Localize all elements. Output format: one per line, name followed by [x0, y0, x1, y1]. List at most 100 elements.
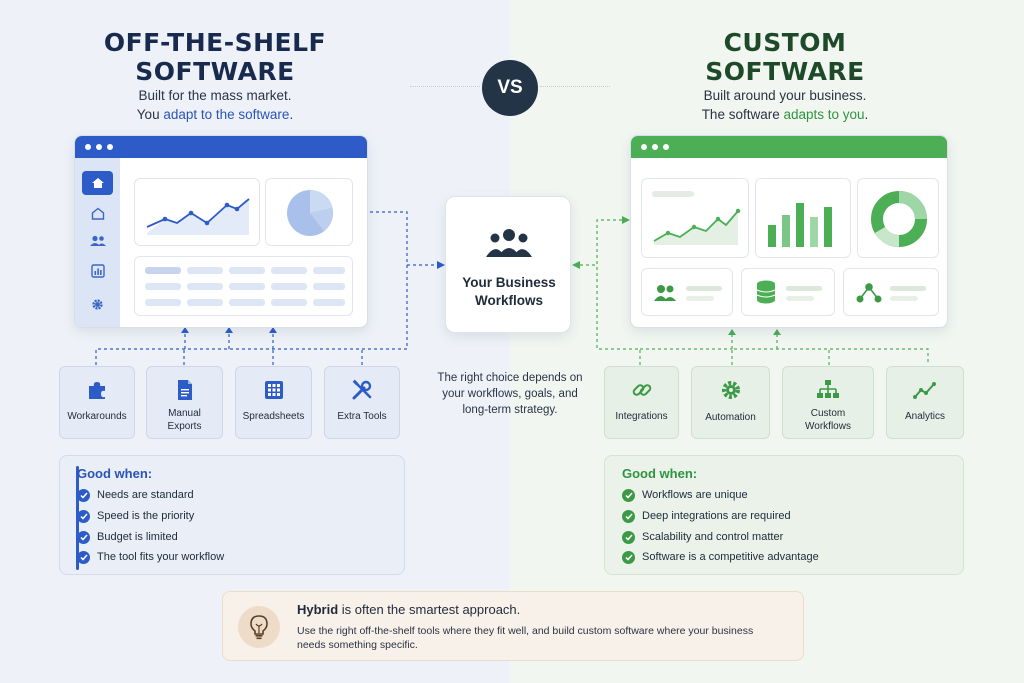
tool-manual-exports: Manual Exports: [146, 366, 223, 439]
pie-chart-icon: [287, 190, 333, 236]
tool-spreadsheets: Spreadsheets: [235, 366, 312, 439]
left-good-when-panel: Good when: Needs are standard Speed is t…: [59, 455, 405, 575]
hybrid-callout: Hybrid is often the smartest approach. U…: [222, 591, 804, 661]
business-workflows-hub: Your Business Workflows: [445, 196, 571, 333]
trend-icon: [887, 377, 963, 403]
left-subtitle-line2: You adapt to the software.: [60, 105, 370, 124]
report-chart-icon: [82, 259, 113, 283]
check-icon: [622, 509, 635, 523]
off-the-shelf-app-window: [74, 135, 368, 328]
good-when-title: Good when:: [77, 466, 153, 481]
data-table-card: [134, 256, 353, 316]
gear-icon: [692, 377, 769, 403]
list-item-text: Scalability and control matter: [642, 531, 784, 543]
pie-chart-card: [265, 178, 353, 246]
left-subtitle-line1: Built for the mass market.: [138, 88, 292, 103]
list-item: The tool fits your workflow: [77, 550, 224, 564]
users-card: [641, 268, 733, 316]
tool-analytics: Analytics: [886, 366, 964, 439]
list-item-text: Software is a competitive advantage: [642, 551, 819, 563]
right-subtitle-line2: The software adapts to you.: [630, 105, 940, 124]
center-note: The right choice depends on your workflo…: [437, 372, 583, 416]
hybrid-title: Hybrid is often the smartest approach.: [297, 602, 520, 617]
left-title-line1: OFF-THE-SHELF: [103, 28, 327, 57]
list-item: Needs are standard: [77, 488, 194, 502]
right-good-when-panel: Good when: Workflows are unique Deep int…: [604, 455, 964, 575]
gear-icon: [82, 292, 113, 316]
bar-chart-icon: [768, 203, 832, 247]
right-subtitle-suffix: .: [864, 107, 869, 122]
tool-label: Automation: [705, 412, 756, 423]
vs-divider-right: [540, 86, 610, 87]
list-item-text: The tool fits your workflow: [97, 551, 225, 563]
tool-automation: Automation: [691, 366, 770, 439]
window-dot: [96, 144, 102, 150]
list-item: Workflows are unique: [622, 488, 748, 502]
check-icon: [77, 509, 90, 523]
line-chart-icon: [652, 191, 741, 245]
window-title-bar: [631, 136, 947, 158]
window-title-bar: [75, 136, 367, 158]
right-subtitle-line1: Built around your business.: [703, 88, 867, 103]
document-icon: [147, 377, 222, 403]
home-outline-icon: [82, 201, 113, 225]
custom-app-window: [630, 135, 948, 328]
list-item: Software is a competitive advantage: [622, 550, 819, 564]
list-item-text: Needs are standard: [97, 489, 194, 501]
window-dot: [107, 144, 113, 150]
donut-chart-card: [857, 178, 939, 258]
tool-label: Workarounds: [67, 411, 127, 422]
left-subtitle-prefix: You: [136, 107, 164, 122]
right-subtitle-prefix: The software: [701, 107, 784, 122]
window-dot: [85, 144, 91, 150]
right-subtitle: Built around your business. The software…: [630, 86, 940, 124]
tool-workarounds: Workarounds: [59, 366, 135, 439]
list-item-text: Deep integrations are required: [642, 510, 791, 522]
list-item: Speed is the priority: [77, 509, 194, 523]
people-group-icon: [486, 229, 532, 257]
hub-label-line1: Your Business: [462, 275, 556, 290]
tool-extra-tools: Extra Tools: [324, 366, 400, 439]
left-title: OFF-THE-SHELF SOFTWARE: [50, 28, 380, 86]
tool-label: Manual Exports: [167, 408, 202, 432]
tools-icon: [325, 377, 399, 403]
tool-label: Extra Tools: [337, 411, 387, 422]
donut-chart-icon: [871, 191, 927, 247]
check-icon: [77, 488, 90, 502]
tool-label: Analytics: [904, 411, 945, 422]
line-chart-card: [134, 178, 260, 246]
left-subtitle: Built for the mass market. You adapt to …: [60, 86, 370, 124]
database-card: [741, 268, 835, 316]
hub-label: Your Business Workflows: [446, 274, 572, 310]
vs-divider-left: [410, 86, 480, 87]
hub-label-line2: Workflows: [474, 293, 543, 308]
tool-custom-workflows: Custom Workflows: [782, 366, 874, 439]
network-nodes-icon: [856, 283, 926, 303]
link-icon: [605, 377, 678, 403]
right-title-line1: CUSTOM: [723, 28, 847, 57]
line-chart-icon: [146, 198, 250, 235]
network-card: [843, 268, 939, 316]
vs-badge: VS: [482, 60, 538, 116]
lightbulb-icon: [238, 606, 280, 648]
list-item-text: Speed is the priority: [97, 510, 195, 522]
check-icon: [622, 550, 635, 564]
list-item: Scalability and control matter: [622, 530, 783, 544]
users-icon: [654, 285, 722, 301]
tool-label: Integrations: [615, 411, 668, 422]
hybrid-body: Use the right off-the-shelf tools where …: [297, 625, 754, 651]
tool-label: Custom Workflows: [805, 408, 851, 432]
hybrid-title-rest: is often the smartest approach.: [338, 602, 521, 617]
right-title: CUSTOM SOFTWARE: [620, 28, 950, 86]
list-item: Deep integrations are required: [622, 509, 791, 523]
hybrid-title-bold: Hybrid: [297, 602, 339, 617]
right-subtitle-highlight: adapts to you: [783, 107, 865, 122]
check-icon: [77, 550, 90, 564]
window-dot: [641, 144, 647, 150]
bar-chart-card: [755, 178, 851, 258]
spreadsheet-icon: [236, 377, 311, 403]
check-icon: [77, 530, 90, 544]
line-chart-card: [641, 178, 749, 258]
app-sidebar: [75, 158, 120, 327]
